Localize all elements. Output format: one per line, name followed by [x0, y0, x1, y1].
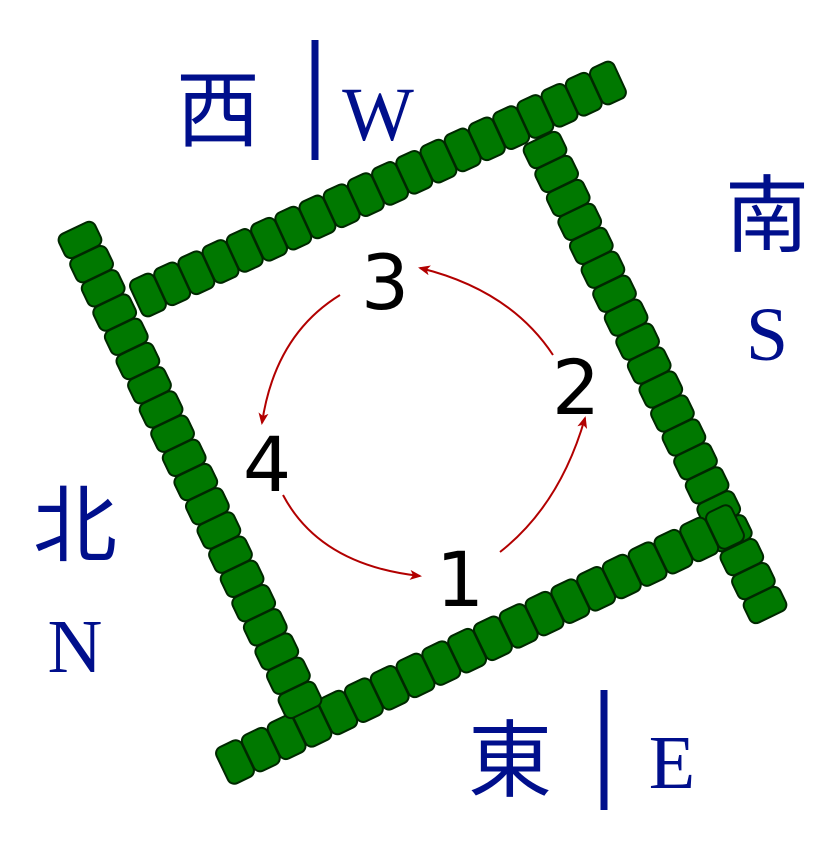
east-letter: E	[649, 721, 695, 805]
south-wall-tile	[742, 585, 788, 625]
wall-north-row	[57, 220, 323, 720]
west-letter: W	[342, 73, 414, 157]
south-letter: S	[746, 293, 788, 377]
order-number-3: 3	[361, 238, 409, 327]
order-number-2: 2	[552, 343, 600, 432]
east-wall-tile	[705, 504, 745, 550]
north-wall-tile	[277, 680, 323, 720]
rotation-arrows	[258, 265, 588, 580]
order-number-1: 1	[436, 535, 484, 624]
arrow-4-to-1	[282, 494, 422, 580]
wall-east-row	[215, 504, 745, 785]
north-character: 北	[33, 477, 117, 575]
north-letter: N	[48, 605, 103, 689]
west-wall-tile	[589, 60, 627, 106]
arrow-1-to-2	[499, 416, 588, 553]
south-character: 南	[725, 167, 809, 265]
arrow-3-to-4	[258, 294, 341, 425]
west-character: 西	[176, 62, 260, 160]
east-character: 東	[468, 712, 552, 810]
order-number-4: 4	[243, 420, 291, 509]
arrow-2-to-3	[418, 265, 554, 356]
wall-west-row	[129, 60, 627, 318]
